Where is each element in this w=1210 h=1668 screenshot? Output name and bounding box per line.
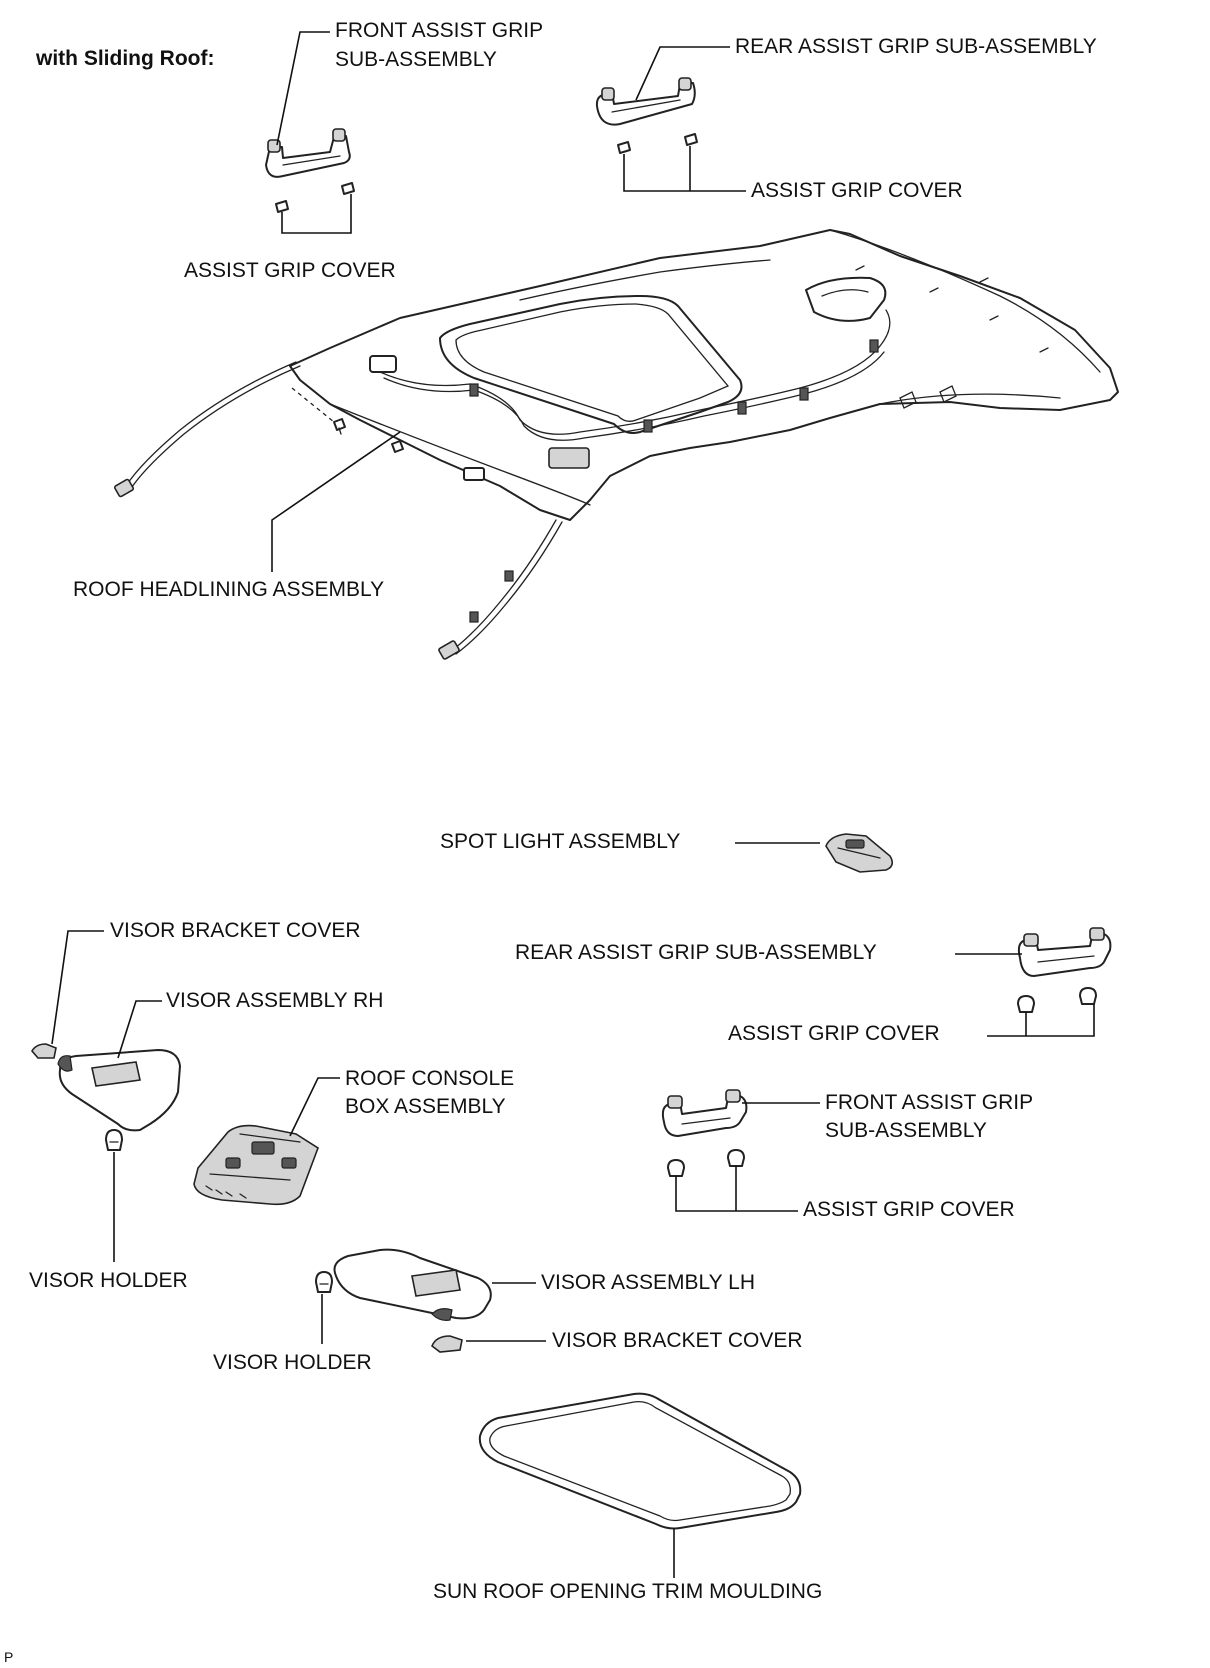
label-front-grip-top-l1: FRONT ASSIST GRIP xyxy=(335,19,543,42)
label-front-grip-top-l2: SUB-ASSEMBLY xyxy=(335,48,497,71)
roof-headlining xyxy=(289,229,1119,521)
label-grip-cover-lower-2: ASSIST GRIP COVER xyxy=(803,1198,1015,1221)
visor-holder-rh xyxy=(105,1129,123,1151)
label-spot-light: SPOT LIGHT ASSEMBLY xyxy=(440,830,680,853)
visor-assembly-rh xyxy=(57,1049,181,1132)
label-roof-headlining: ROOF HEADLINING ASSEMBLY xyxy=(73,578,384,601)
variant-label: with Sliding Roof: xyxy=(35,47,214,70)
harness-lead-front xyxy=(449,519,557,653)
leader-front-grip-top xyxy=(276,31,330,146)
screw-dashed-guide xyxy=(291,387,335,423)
harness-lead-left xyxy=(125,361,297,487)
leader-visor-rh xyxy=(117,1000,162,1059)
assist-grip-cover-top-left xyxy=(275,182,355,213)
sunroof-trim-moulding xyxy=(478,1392,802,1530)
label-visor-rh: VISOR ASSEMBLY RH xyxy=(166,989,383,1012)
label-rear-grip-lower: REAR ASSIST GRIP SUB-ASSEMBLY xyxy=(515,941,877,964)
label-rear-grip-top: REAR ASSIST GRIP SUB-ASSEMBLY xyxy=(735,35,1097,58)
leader-grip-cover-top-left xyxy=(281,194,352,234)
label-visor-holder-lh: VISOR HOLDER xyxy=(213,1351,372,1374)
harness-connector-front xyxy=(438,640,460,660)
leader-roof-console xyxy=(289,1077,340,1137)
label-grip-cover-top-right: ASSIST GRIP COVER xyxy=(751,179,963,202)
rear-assist-grip-top xyxy=(595,77,696,126)
label-grip-cover-lower-1: ASSIST GRIP COVER xyxy=(728,1022,940,1045)
label-visor-bracket-cover-lh: VISOR BRACKET COVER xyxy=(552,1329,803,1352)
harness-connector-left xyxy=(114,478,134,498)
front-clip xyxy=(391,440,404,453)
label-visor-bracket-cover-rh: VISOR BRACKET COVER xyxy=(110,919,361,942)
leader-grip-cover-lower-1 xyxy=(987,1004,1095,1037)
visor-bracket-cover-lh xyxy=(431,1335,463,1353)
roof-console-box xyxy=(193,1124,319,1206)
page-code: P xyxy=(4,1649,13,1665)
visor-holder-lh xyxy=(315,1271,333,1293)
spot-light-assembly xyxy=(825,833,894,873)
label-front-grip-lower-l1: FRONT ASSIST GRIP xyxy=(825,1091,1033,1114)
label-sunroof-trim: SUN ROOF OPENING TRIM MOULDING xyxy=(433,1580,822,1603)
leader-grip-cover-lower-2 xyxy=(675,1176,798,1212)
label-roof-console-l1: ROOF CONSOLE xyxy=(345,1067,514,1090)
label-grip-cover-top-left: ASSIST GRIP COVER xyxy=(184,259,396,282)
assist-grip-cover-top-right xyxy=(617,133,698,154)
label-front-grip-lower-l2: SUB-ASSEMBLY xyxy=(825,1119,987,1142)
screw-icon xyxy=(333,418,346,435)
rear-assist-grip-lower xyxy=(1017,927,1112,977)
leader-roof-headlining xyxy=(271,431,401,572)
assist-grip-cover-lower-2 xyxy=(667,1149,745,1177)
leader-visor-bracket-cover-rh xyxy=(51,930,104,1045)
label-roof-console-l2: BOX ASSEMBLY xyxy=(345,1095,506,1118)
assist-grip-cover-lower-1 xyxy=(1017,987,1097,1013)
leader-rear-grip-top xyxy=(635,46,730,101)
front-assist-grip-top xyxy=(265,128,351,178)
visor-assembly-lh xyxy=(333,1248,492,1321)
leader-grip-cover-top-right xyxy=(623,154,746,192)
front-assist-grip-lower xyxy=(661,1089,748,1137)
label-visor-lh: VISOR ASSEMBLY LH xyxy=(541,1271,755,1294)
visor-bracket-cover-rh xyxy=(31,1043,57,1059)
label-visor-holder-rh: VISOR HOLDER xyxy=(29,1269,188,1292)
